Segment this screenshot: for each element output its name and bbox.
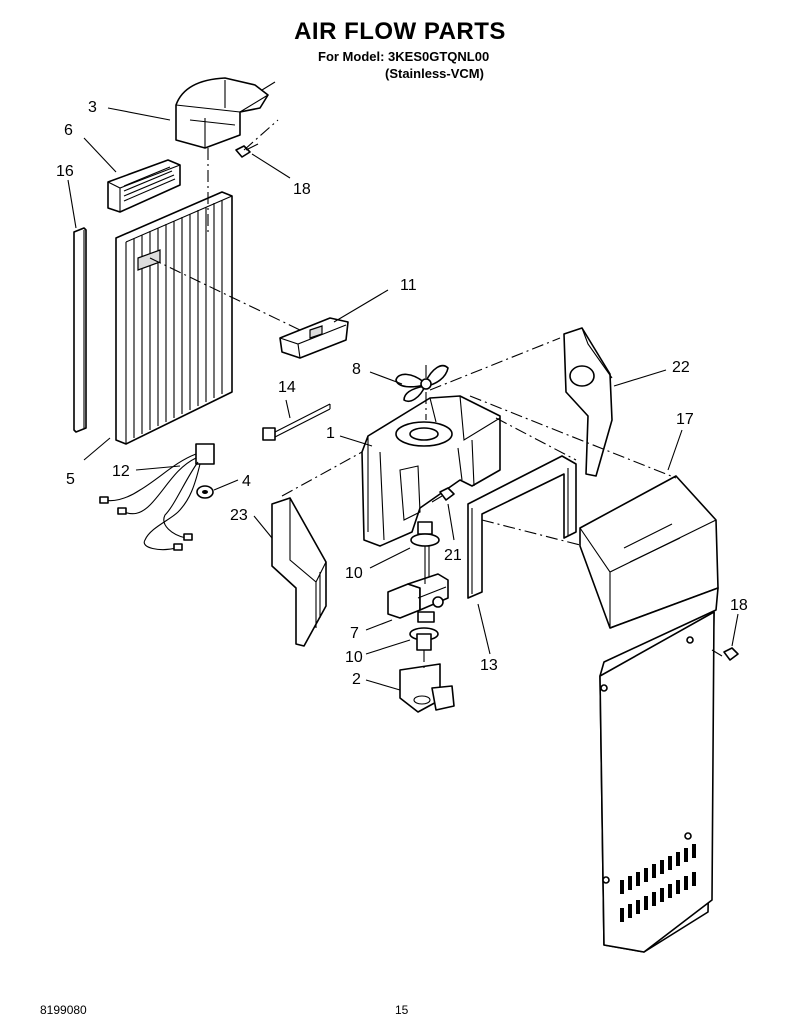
callout-10-lower: 10 — [345, 649, 363, 666]
part-13-u-gasket[interactable] — [467, 455, 577, 599]
vent-slots-upper — [620, 844, 696, 894]
part-10-grommet-lower[interactable] — [409, 627, 439, 651]
part-6-grille[interactable] — [107, 159, 181, 213]
callout-1: 1 — [326, 425, 335, 442]
finish-label: (Stainless-VCM) — [385, 66, 484, 81]
callout-7: 7 — [350, 625, 359, 642]
vent-slots-lower — [620, 872, 696, 922]
page-title: AIR FLOW PARTS — [294, 18, 506, 45]
callout-12: 12 — [112, 463, 130, 480]
callout-13: 13 — [480, 657, 498, 674]
part-12-wire-harness[interactable] — [99, 443, 215, 551]
part-14-cable-tie[interactable] — [262, 403, 331, 441]
part-22-divider[interactable] — [563, 327, 613, 477]
part-1-fan-housing[interactable] — [361, 395, 501, 547]
callout-4: 4 — [242, 473, 251, 490]
callout-18-right: 18 — [730, 597, 748, 614]
callout-22: 22 — [672, 359, 690, 376]
callout-21: 21 — [444, 547, 462, 564]
callout-16: 16 — [56, 163, 74, 180]
callout-18-top: 18 — [293, 181, 311, 198]
part-18-screw-top[interactable] — [235, 143, 259, 158]
part-23-side-duct[interactable] — [271, 497, 327, 647]
part-11-bracket[interactable] — [279, 317, 349, 359]
document-number: 8199080 — [40, 1003, 87, 1017]
callout-10-upper: 10 — [345, 565, 363, 582]
callout-6: 6 — [64, 122, 73, 139]
callout-3: 3 — [88, 99, 97, 116]
callout-17: 17 — [676, 411, 694, 428]
part-8-fan-blade[interactable] — [395, 364, 449, 402]
part-3-air-duct[interactable] — [175, 77, 276, 149]
callout-11: 11 — [400, 277, 417, 294]
part-5-rear-panel[interactable] — [115, 191, 233, 445]
part-2-motor-bracket[interactable] — [399, 663, 455, 713]
part-17-evaporator-cover[interactable] — [579, 475, 719, 953]
part-10-grommet-upper[interactable] — [410, 521, 440, 578]
callout-labels: 3 6 16 18 11 8 22 14 1 17 5 12 4 23 21 1… — [56, 99, 748, 688]
callout-14: 14 — [278, 379, 296, 396]
part-16-foam-strip[interactable] — [73, 227, 87, 433]
page-number: 15 — [395, 1003, 409, 1017]
callout-8: 8 — [352, 361, 361, 378]
callout-2: 2 — [352, 671, 361, 688]
callout-5: 5 — [66, 471, 75, 488]
part-7-fan-motor[interactable] — [387, 573, 449, 623]
alignment-lines — [149, 119, 677, 670]
leader-lines — [67, 107, 739, 691]
part-21-screw[interactable] — [431, 487, 455, 503]
part-4-grommet[interactable] — [196, 485, 214, 499]
model-number: For Model: 3KES0GTQNL00 — [318, 49, 490, 64]
callout-23: 23 — [230, 507, 248, 524]
part-18-screw-right[interactable] — [711, 647, 739, 661]
